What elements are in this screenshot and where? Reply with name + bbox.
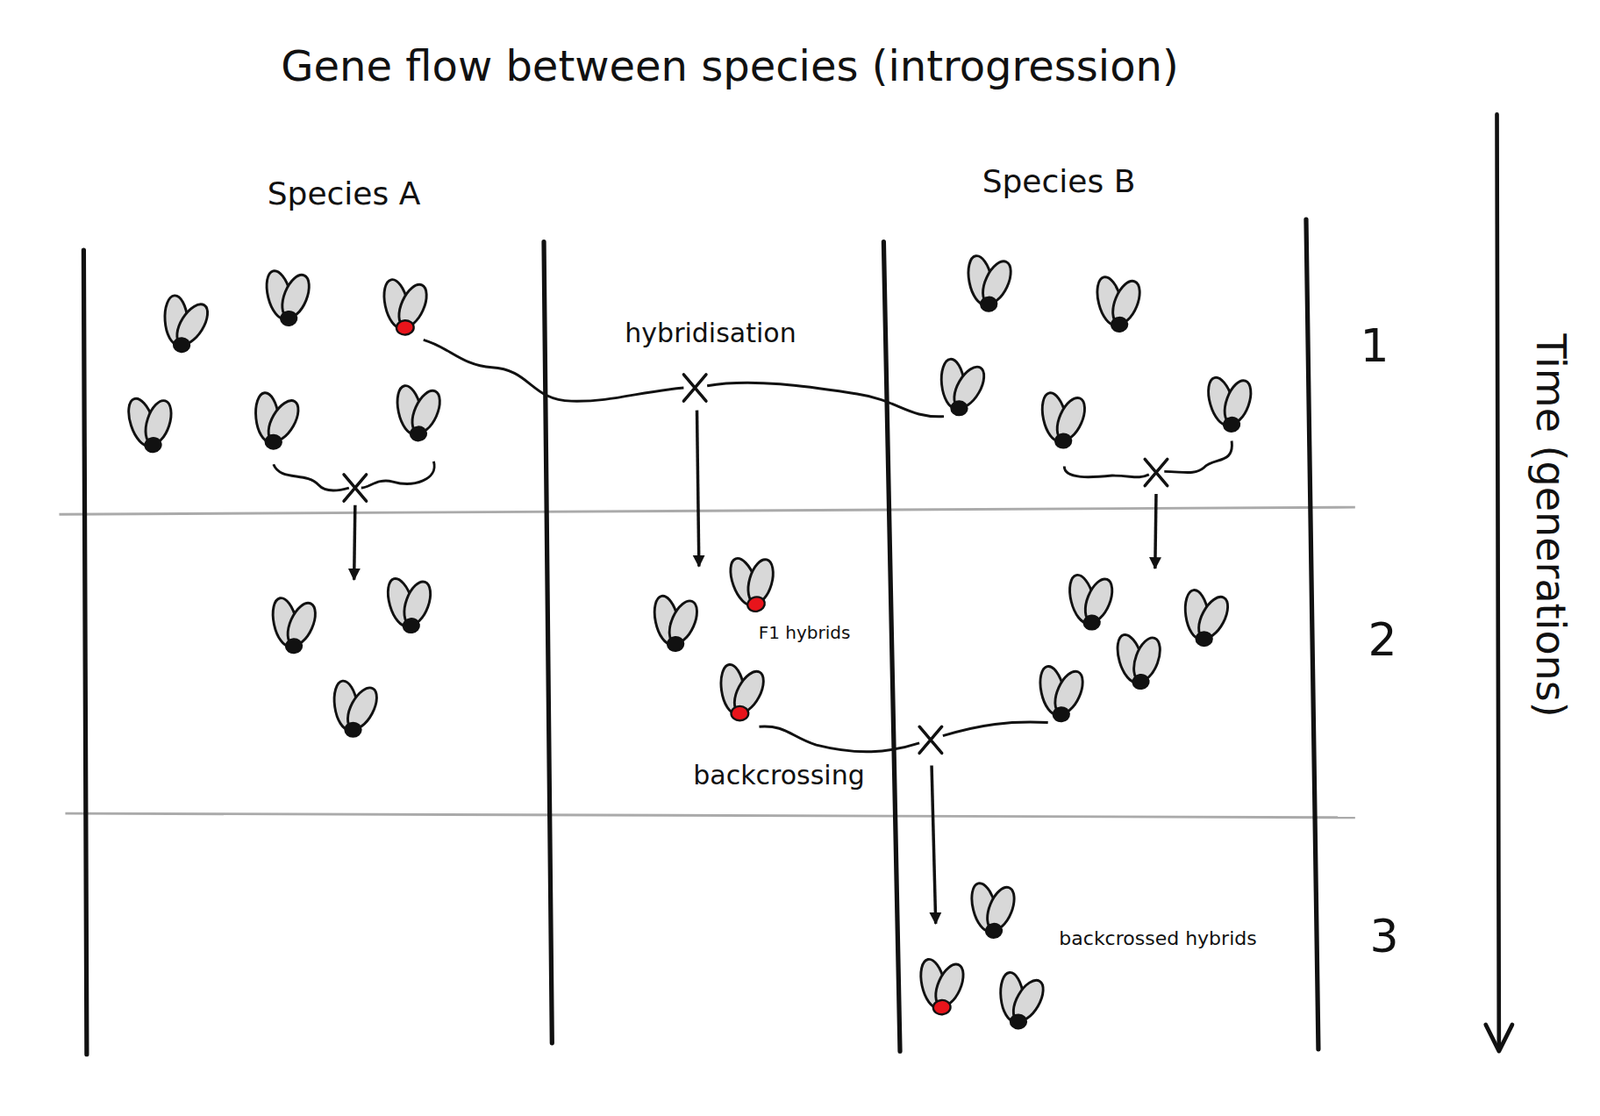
mating-line [1164,441,1232,473]
cross-symbol [683,374,707,401]
fly [251,391,306,450]
mating-line [361,461,435,488]
mating-line [423,339,685,401]
time-arrowhead [1485,1024,1513,1051]
group-label: backcrossed hybrids [1058,927,1257,950]
fly-red [379,275,436,336]
fly [262,264,320,328]
fly [159,292,215,354]
descent-arrow [931,764,936,923]
generation-number: 1 [1359,320,1389,373]
fly [1035,662,1092,723]
diagram-title: Gene flow between species (introgression… [280,42,1179,91]
column-border [883,242,900,1051]
mating-line [942,721,1049,736]
mating-line [707,382,944,417]
fly [1182,588,1234,646]
process-label: hybridisation [621,318,800,350]
process-label: backcrossing [689,760,868,792]
species-label: Species B [982,163,1136,200]
fly [268,593,324,655]
descent-arrow [1155,493,1157,569]
fly [331,678,383,736]
cross-symbol [1144,458,1168,486]
cross-symbol [343,474,367,501]
fly [996,970,1050,1029]
fly [392,381,449,443]
fly [122,390,184,457]
fly [1203,370,1263,435]
fly [650,591,706,652]
mating-line [1064,466,1150,478]
generation-number: 3 [1369,910,1399,964]
descent-arrow [354,505,356,580]
descent-arrow [697,410,700,567]
group-label: F1 hybrids [758,622,851,643]
fly [382,571,442,636]
axis-label: Time (generations) [1528,333,1575,717]
generation-line [64,813,1355,818]
fly [1092,271,1150,334]
mating-line [273,464,350,491]
species-label: Species A [267,175,422,212]
fly-red [718,663,770,721]
generation-line [58,507,1355,515]
fly [937,357,992,416]
fly [964,252,1020,313]
fly-red [724,549,787,616]
time-arrow [1497,114,1500,1050]
column-border [543,242,552,1043]
column-border [1306,219,1319,1050]
fly [1064,569,1122,632]
fly [966,877,1024,940]
generation-number: 2 [1367,614,1397,667]
cross-symbol [919,726,943,753]
column-border [83,250,86,1055]
fly [1112,628,1172,693]
fly-red [916,955,972,1016]
fly [1037,388,1093,450]
mating-line [758,726,920,752]
